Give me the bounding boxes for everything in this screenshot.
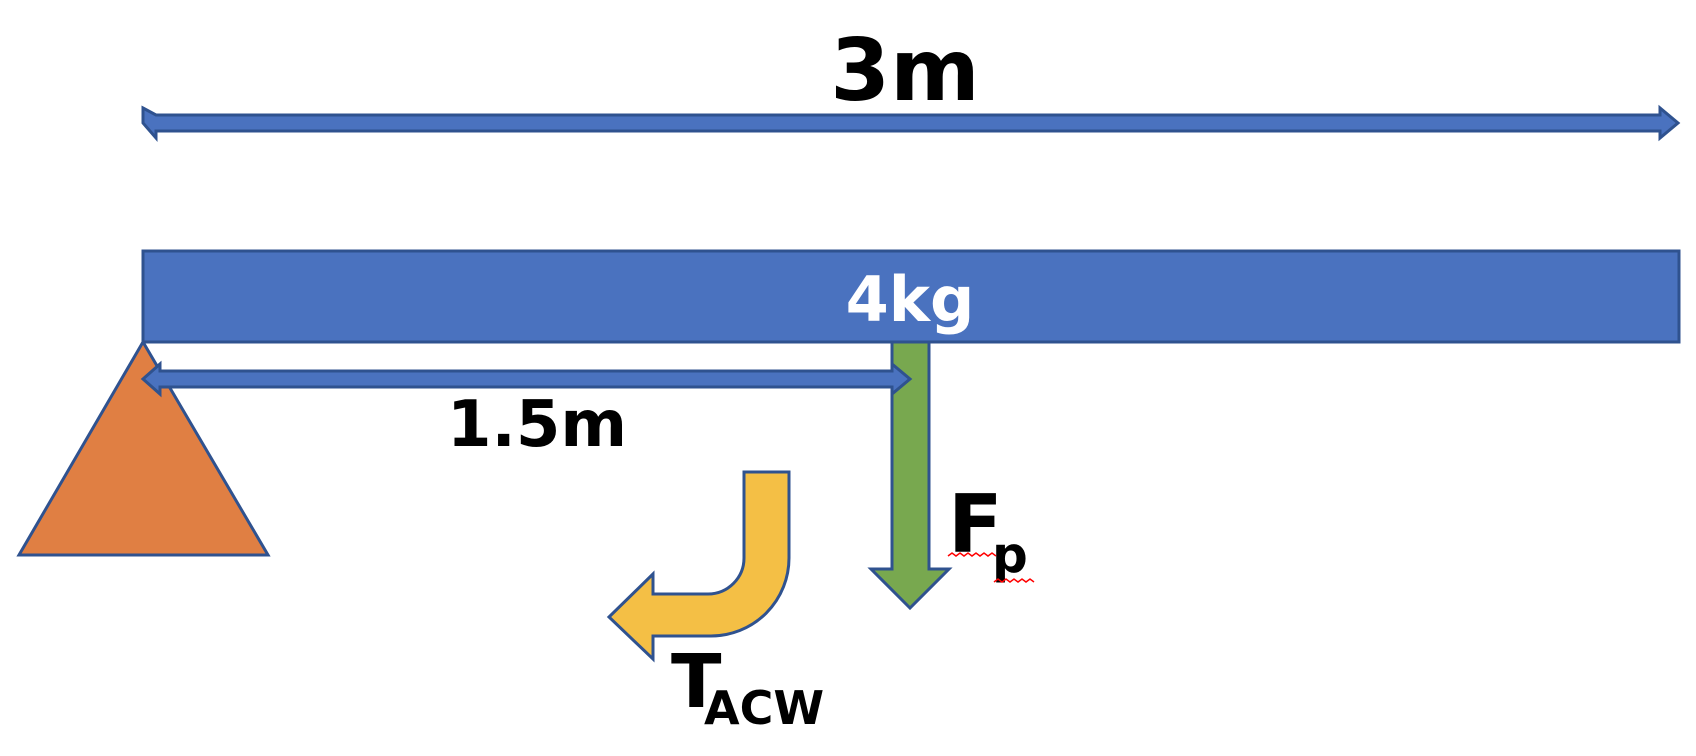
half-length-double-arrow	[140, 360, 913, 398]
torque-label: T ACW	[671, 639, 824, 735]
force-arrow	[867, 340, 953, 611]
pivot-triangle	[16, 339, 271, 557]
mass-label: 4kg	[846, 263, 975, 336]
half-length-label: 1.5m	[447, 388, 627, 462]
spellcheck-squiggle	[993, 578, 1035, 583]
torque-arrow	[606, 470, 791, 663]
total-length-label: 3m	[830, 21, 979, 121]
total-length-double-arrow	[141, 104, 1681, 143]
spellcheck-squiggle	[947, 552, 997, 557]
force-label-subscript: p	[992, 526, 1028, 584]
torque-label-main: T	[671, 639, 722, 725]
torque-label-subscript: ACW	[704, 681, 824, 735]
beam	[141, 249, 1681, 344]
force-label: F p	[947, 478, 1035, 584]
